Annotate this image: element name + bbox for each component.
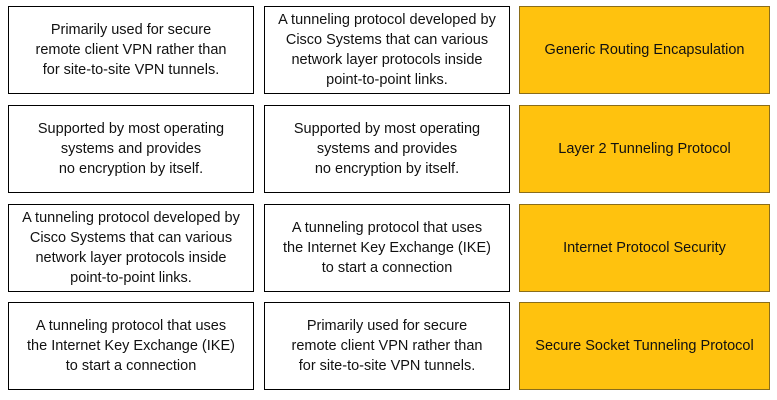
protocol-label-box: Layer 2 Tunneling Protocol bbox=[519, 105, 770, 193]
placed-option-text: A tunneling protocol developed by Cisco … bbox=[278, 12, 496, 88]
draggable-option-box[interactable]: A tunneling protocol developed by Cisco … bbox=[8, 204, 254, 292]
protocol-label-box: Secure Socket Tunneling Protocol bbox=[519, 302, 770, 390]
option-text: Supported by most operating systems and … bbox=[37, 121, 225, 177]
draggable-option-box[interactable]: A tunneling protocol that uses the Inter… bbox=[8, 302, 254, 390]
option-text: Primarily used for secure remote client … bbox=[35, 22, 227, 78]
draggable-option-box[interactable]: Primarily used for secure remote client … bbox=[8, 6, 254, 94]
protocol-label-box: Internet Protocol Security bbox=[519, 204, 770, 292]
drop-target-box[interactable]: A tunneling protocol that uses the Inter… bbox=[264, 204, 510, 292]
option-text: A tunneling protocol that uses the Inter… bbox=[27, 318, 235, 374]
protocol-label: Layer 2 Tunneling Protocol bbox=[558, 141, 731, 157]
protocol-label: Internet Protocol Security bbox=[563, 240, 726, 256]
option-text: A tunneling protocol developed by Cisco … bbox=[22, 210, 240, 286]
protocol-label: Generic Routing Encapsulation bbox=[544, 42, 745, 58]
drop-target-box[interactable]: Primarily used for secure remote client … bbox=[264, 302, 510, 390]
protocol-label-box: Generic Routing Encapsulation bbox=[519, 6, 770, 94]
drop-target-box[interactable]: Supported by most operating systems and … bbox=[264, 105, 510, 193]
placed-option-text: A tunneling protocol that uses the Inter… bbox=[283, 220, 491, 276]
drop-target-box[interactable]: A tunneling protocol developed by Cisco … bbox=[264, 6, 510, 94]
placed-option-text: Primarily used for secure remote client … bbox=[291, 318, 483, 374]
protocol-label: Secure Socket Tunneling Protocol bbox=[535, 338, 754, 354]
draggable-option-box[interactable]: Supported by most operating systems and … bbox=[8, 105, 254, 193]
placed-option-text: Supported by most operating systems and … bbox=[293, 121, 481, 177]
